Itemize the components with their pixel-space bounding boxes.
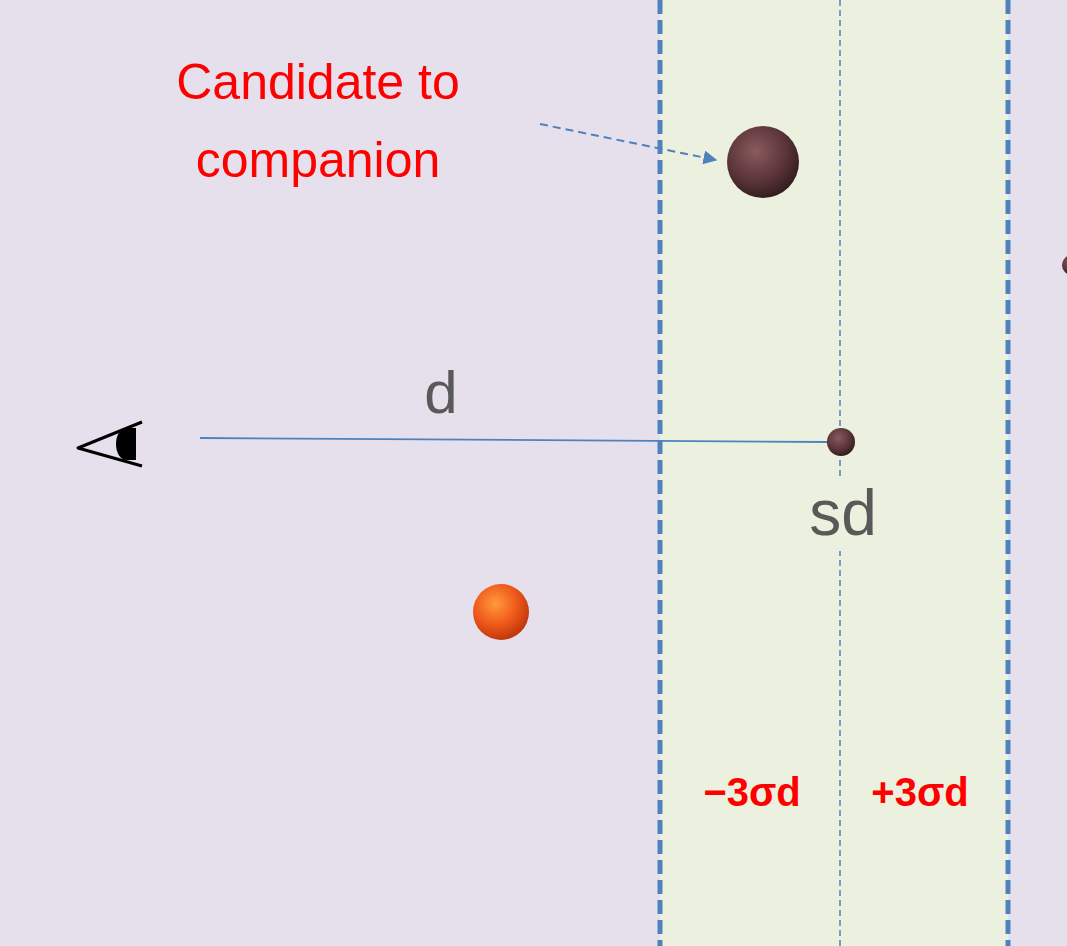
band-limit-label: +3σd [868,769,971,815]
background-object [1062,255,1067,275]
eye-symbol [78,422,142,466]
band-limit-label: −3σd [700,769,803,815]
band-border [1006,0,1011,946]
distance-band [660,0,1008,946]
center-line [839,0,841,946]
object-label: sd [806,477,880,551]
star [473,584,529,640]
distance-line [200,438,828,442]
callout-text: Candidate to companion [108,43,528,199]
band-border [658,0,663,946]
distance-label: d [424,358,457,427]
candidate-object [727,126,799,198]
pointer-arrow [540,124,716,160]
substellar-object [827,428,855,456]
